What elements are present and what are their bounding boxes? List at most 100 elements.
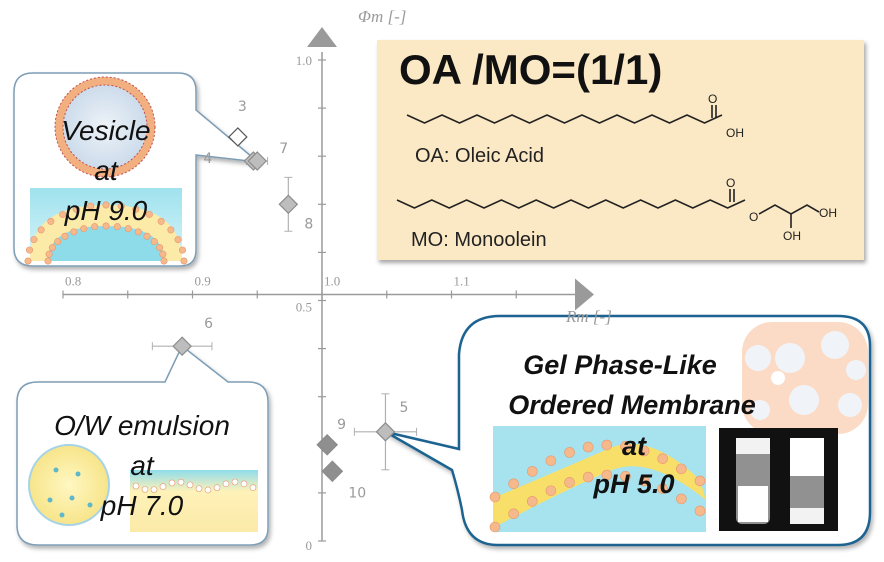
point-label-7: 7 [279,141,288,157]
lipid-head [564,477,575,488]
lipid-head [168,479,176,487]
lipid-head [134,228,142,236]
y-tick-label: 1.0 [296,53,312,68]
lipid-head [159,483,167,490]
data-point-6 [172,336,192,357]
lipid-head [145,210,153,218]
lipid-head [526,496,538,507]
lipid-head [676,463,687,475]
lipid-head [30,236,38,244]
lipid-head [61,232,69,240]
lipid-head [508,478,519,490]
gel-callout-line-1: Gel Phase-Like [523,350,717,380]
lipid-head [156,244,164,252]
lipid-head [582,441,594,453]
lipid-head [117,202,125,210]
molecular-structures: O OH O O OH OH [396,92,837,243]
lipid-head [526,466,538,477]
lipid-head [489,521,501,533]
oa-label: OA: Oleic Acid [415,145,544,167]
cubic-phase-icon [742,322,868,434]
lipid-head [231,478,239,486]
lipid-head [694,475,706,487]
lipid-head [54,238,62,246]
oleic-acid-structure [406,114,723,124]
lipid-head [174,236,182,244]
emulsion-dot [69,495,75,501]
data-point-8 [278,194,299,215]
lipid-head [47,217,55,225]
emulsion-callout-line-3: pH 7.0 [100,490,184,521]
data-point-3 [227,127,248,147]
lipid-head [249,484,257,491]
lipid-head [72,205,80,213]
emulsion-dot [75,471,81,477]
composition-title: OA /MO=(1/1) [399,46,663,93]
point-label-9: 9 [337,417,346,433]
vesicle-callout-line-1: Vesicle [61,115,150,146]
data-point-5 [375,421,396,442]
monoolein-structure [396,199,746,209]
lipid-head [213,484,221,491]
emulsion-dot [59,512,65,518]
lipid-head [59,210,67,218]
lipid-head [132,205,140,213]
point-label-5: 5 [399,400,408,416]
lipid-head [102,222,110,230]
lipid-head [620,471,631,482]
mo-label: MO: Monoolein [411,229,547,251]
lipid-head [676,493,687,505]
emulsion-callout-line-2: at [130,450,155,481]
lipid-head [45,250,53,258]
lipid-head [489,491,501,503]
lipid-head [91,223,99,231]
point-label-6: 6 [204,316,213,332]
x-tick-label: 1.1 [454,274,470,289]
lipid-head [601,439,613,451]
lipid-head [179,246,187,254]
lipid-head [694,505,706,517]
lipid-head [508,508,519,520]
lipid-head [657,483,669,494]
lipid-head [102,201,110,209]
lipid-head [601,469,613,481]
lipid-head [157,217,165,225]
mo-ester-o: O [749,210,758,224]
lipid-head [195,485,203,492]
lipid-head [24,257,32,265]
y-axis-arrow [307,27,337,47]
lipid-head [37,226,45,234]
lipid-head [159,250,167,258]
lipid-head [186,481,194,489]
data-point-10 [321,460,344,483]
gel-illustration [489,322,868,533]
x-axis-arrow [575,278,594,311]
emulsion-illustration [28,444,258,532]
lipid-head [620,441,631,452]
lipid-head [240,480,248,488]
lipid-head [70,228,78,236]
oa-oh: OH [726,126,744,140]
y-tick-label: 0.5 [296,300,312,315]
x-axis-title: Rm [-] [565,307,612,326]
y-axis-title: Φm [-] [358,7,406,26]
lipid-head [177,478,185,486]
lipid-head [657,453,669,464]
lipid-head [87,202,95,210]
mo-oh-secondary: OH [783,229,801,243]
gel-callout-line-3: at [622,431,647,461]
lipid-head [143,232,151,240]
vesicle-callout-line-3: pH 9.0 [64,195,148,226]
lipid-head [638,445,650,457]
composition-info-box: OA /MO=(1/1) O OH O O OH OH OA: Oleic Ac… [377,40,864,260]
emulsion-callout-line-1: O/W emulsion [54,410,230,441]
lipid-head [638,475,650,487]
data-point-9 [316,433,339,456]
vesicle-illustration [24,76,188,265]
lipid-head [25,246,33,254]
markers [172,127,396,483]
point-label-10: 10 [348,485,366,501]
point-label-4: 4 [203,151,212,167]
